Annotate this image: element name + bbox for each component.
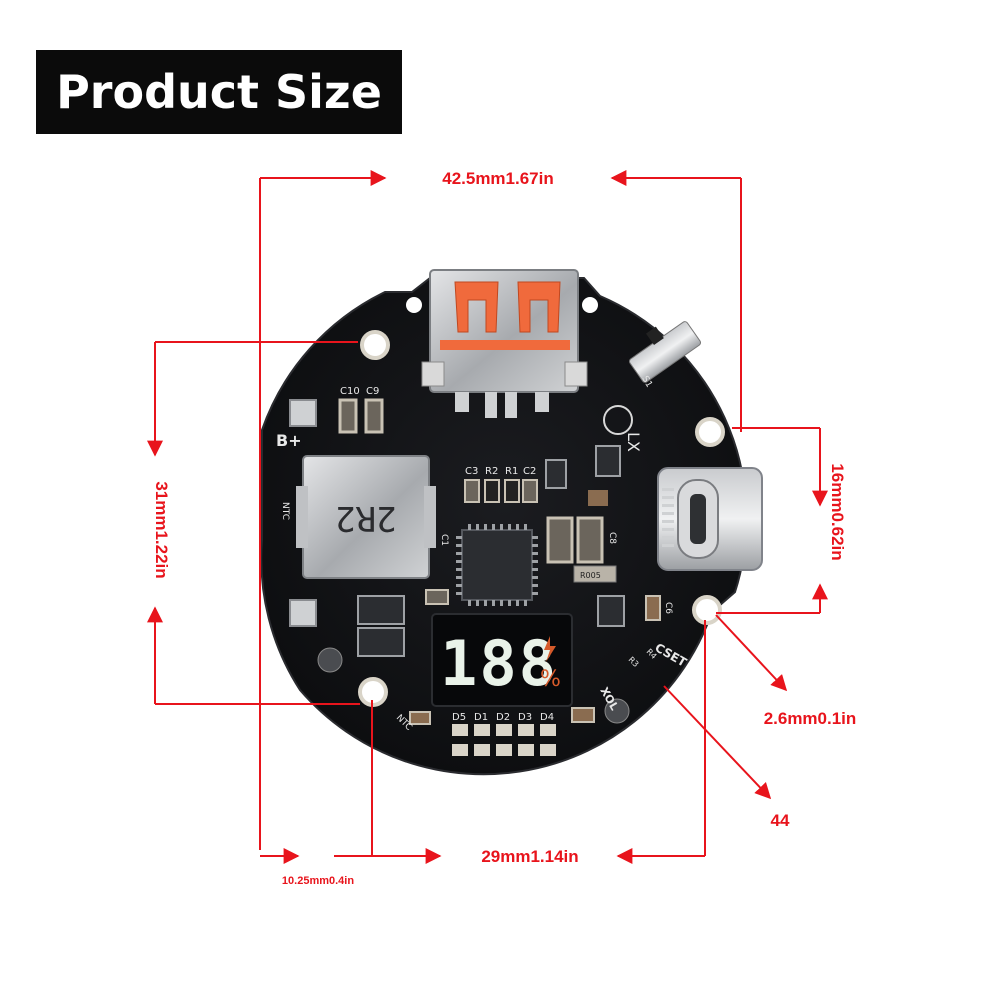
main-ic [456, 524, 538, 606]
charge-bolt-icon [544, 636, 556, 662]
label-d1: D1 [474, 712, 488, 723]
dim-bottom-span: 29mm1.14in [481, 847, 578, 866]
pcb-board: 2R2 [260, 269, 763, 776]
led-pads [452, 724, 556, 756]
passive-components [289, 398, 661, 725]
dim-hole-diameter: 2.6mm0.1in [764, 709, 857, 728]
page-title: Product Size [56, 65, 382, 119]
label-r2: R2 [485, 466, 498, 477]
inductor: 2R2 [296, 455, 436, 579]
dim-edge-offset: 10.25mm0.4in [282, 875, 354, 887]
display-percent: % [540, 667, 561, 692]
label-d3: D3 [518, 712, 532, 723]
label-c2: C2 [523, 466, 536, 477]
label-ntc: NTC [280, 502, 290, 520]
title-banner: Product Size [36, 50, 402, 134]
label-c3: C3 [465, 466, 478, 477]
label-d5: D5 [452, 712, 466, 723]
dim-height-left: 31mm1.22in [152, 481, 171, 578]
label-r005: R005 [580, 571, 601, 580]
label-c10: C10 [340, 386, 360, 397]
label-c6: C6 [663, 602, 673, 614]
dim-width-top: 42.5mm1.67in [442, 169, 554, 188]
usb-c-connector [657, 467, 763, 571]
label-c9: C9 [366, 386, 379, 397]
dim-label-44: 44 [771, 811, 790, 830]
label-r1: R1 [505, 466, 518, 477]
dimension-labels: 42.5mm1.67in 31mm1.22in 16mm0.62in 2.6mm… [152, 169, 856, 887]
label-d4: D4 [540, 712, 554, 723]
label-d2: D2 [496, 712, 510, 723]
label-c1: C1 [439, 534, 449, 546]
inductor-label: 2R2 [335, 498, 396, 538]
display-digits: 188 [440, 627, 558, 700]
dim-height-right: 16mm0.62in [828, 463, 847, 560]
dimension-lines [147, 170, 828, 864]
slide-switch [628, 321, 702, 383]
label-c8: C8 [607, 532, 617, 544]
mounting-holes [358, 297, 725, 707]
led-display: 188 % [431, 613, 573, 707]
label-s1: S1 [639, 375, 653, 390]
usb-a-connector [421, 269, 588, 418]
label-b-plus: B+ [276, 431, 302, 450]
label-lx: LX [624, 432, 643, 452]
